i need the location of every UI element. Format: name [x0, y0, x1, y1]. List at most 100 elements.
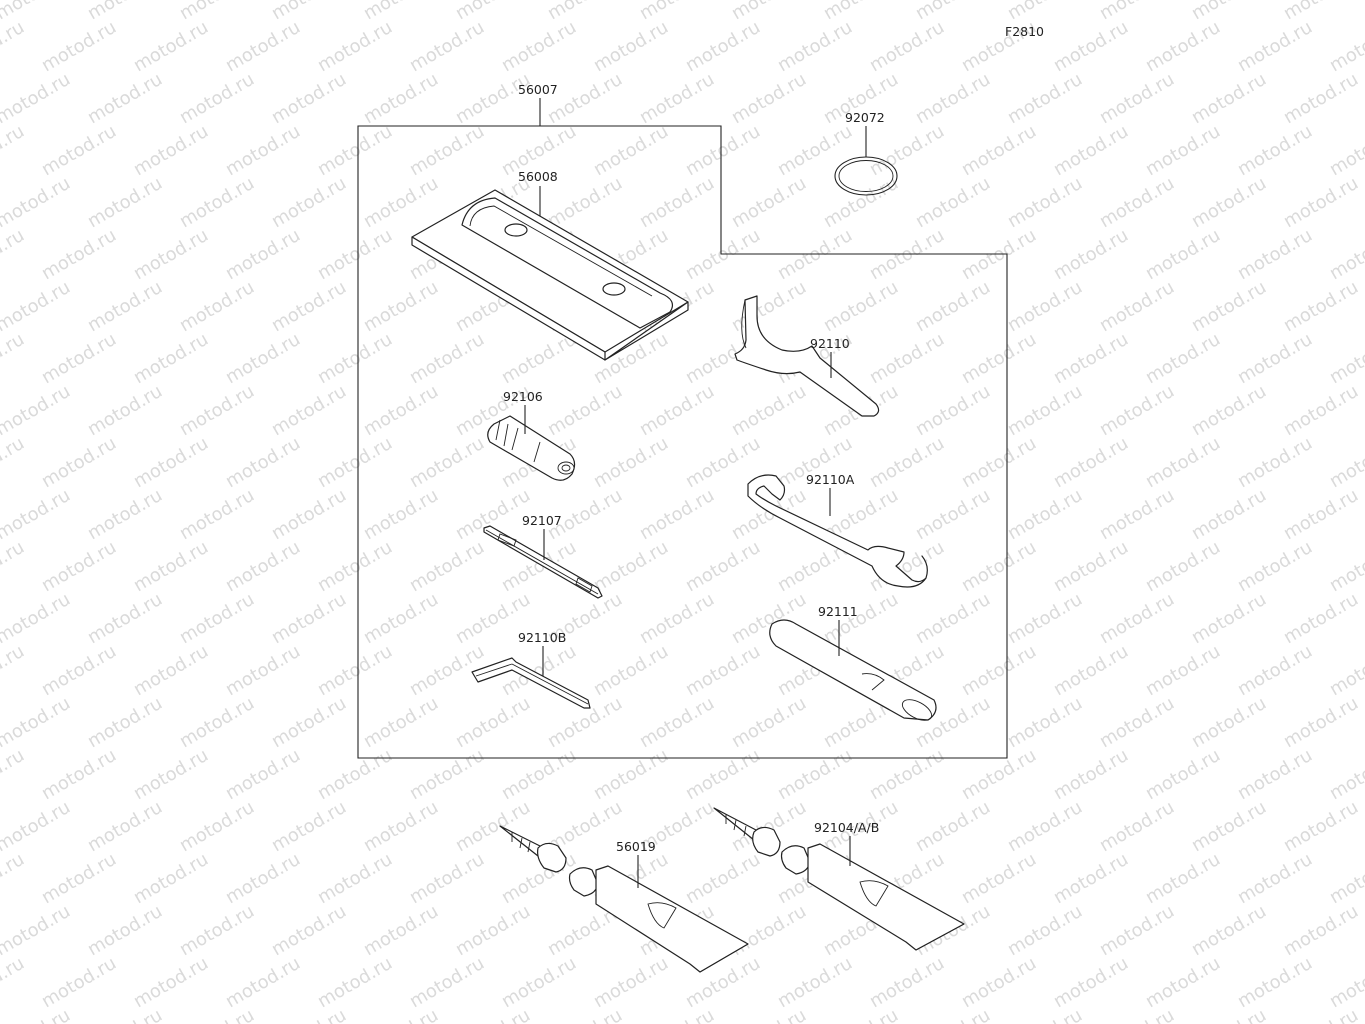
watermark-text: motod.ru — [1234, 745, 1316, 804]
watermark-text: motod.ru — [0, 745, 28, 804]
hex-wrench-part — [471, 657, 591, 709]
watermark-text: motod.ru — [912, 797, 994, 856]
watermark-text: motod.ru — [360, 589, 442, 648]
callout-screwdriver[interactable]: 92107 — [483, 513, 603, 599]
watermark-text: motod.ru — [958, 537, 1040, 596]
watermark-text: motod.ru — [1096, 277, 1178, 336]
watermark-text: motod.ru — [1326, 329, 1365, 388]
watermark-text: motod.ru — [958, 849, 1040, 908]
watermark-text: motod.ru — [360, 485, 442, 544]
watermark-text: motod.ru — [1234, 433, 1316, 492]
watermark-text: motod.ru — [314, 641, 396, 700]
watermark-text: motod.ru — [38, 745, 120, 804]
watermark-text: motod.ru — [0, 381, 74, 440]
callout-tool-kit[interactable]: 56007 — [518, 82, 558, 126]
watermark-text: motod.ru — [268, 797, 350, 856]
watermark-text: motod.ru — [268, 485, 350, 544]
watermark-text: motod.ru — [360, 693, 442, 752]
watermark-text: motod.ru — [1280, 69, 1362, 128]
watermark-text: motod.ru — [1280, 901, 1362, 960]
callout-spark-plug-wrench[interactable]: 92106 — [487, 389, 576, 481]
callout-o-ring[interactable]: 92072 — [834, 110, 898, 196]
watermark-text: motod.ru — [590, 641, 672, 700]
watermark-text: motod.ru — [866, 433, 948, 492]
watermark-text: motod.ru — [866, 953, 948, 1012]
watermark-text: motod.ru — [360, 1005, 442, 1024]
watermark-text: motod.ru — [590, 953, 672, 1012]
grease-tube-b-part — [713, 807, 965, 951]
watermark-text: motod.ru — [176, 797, 258, 856]
watermark-text: motod.ru — [222, 433, 304, 492]
watermark-text: motod.ru — [636, 0, 718, 24]
watermark-text: motod.ru — [912, 485, 994, 544]
watermark-text: motod.ru — [406, 433, 488, 492]
watermark-text: motod.ru — [1050, 849, 1132, 908]
watermark-text: motod.ru — [590, 433, 672, 492]
watermark-text: motod.ru — [728, 1005, 810, 1024]
watermark-text: motod.ru — [222, 17, 304, 76]
watermark-text: motod.ru — [1096, 0, 1178, 24]
watermark-text: motod.ru — [222, 225, 304, 284]
watermark-text: motod.ru — [0, 849, 28, 908]
watermark-text: motod.ru — [1050, 225, 1132, 284]
watermark-text: motod.ru — [38, 17, 120, 76]
watermark-text: motod.ru — [498, 745, 580, 804]
watermark-text: motod.ru — [1096, 693, 1178, 752]
watermark-text: motod.ru — [130, 121, 212, 180]
watermark-text: motod.ru — [728, 173, 810, 232]
watermark-text: motod.ru — [360, 277, 442, 336]
watermark-text: motod.ru — [636, 381, 718, 440]
watermark-text: motod.ru — [176, 381, 258, 440]
watermark-text: motod.ru — [1004, 1005, 1086, 1024]
watermark-text: motod.ru — [1096, 485, 1178, 544]
watermark-text: motod.ru — [728, 485, 810, 544]
watermark-text: motod.ru — [268, 693, 350, 752]
watermark-text: motod.ru — [590, 121, 672, 180]
callout-handle[interactable]: 92111 — [769, 604, 937, 725]
watermark-text: motod.ru — [1096, 589, 1178, 648]
watermark-text: motod.ru — [1142, 745, 1224, 804]
watermark-text: motod.ru — [268, 1005, 350, 1024]
watermark-text: motod.ru — [452, 797, 534, 856]
watermark-text: motod.ru — [1188, 69, 1270, 128]
watermark-text: motod.ru — [1096, 1005, 1178, 1024]
watermark-text: motod.ru — [0, 797, 74, 856]
callout-open-end-wrench[interactable]: 92110A — [747, 472, 928, 588]
watermark-text: motod.ru — [498, 17, 580, 76]
watermark-text: motod.ru — [1142, 641, 1224, 700]
watermark-text: motod.ru — [314, 225, 396, 284]
callout-grease-tube-b[interactable]: 92104/A/B — [713, 807, 965, 951]
watermark-text: motod.ru — [84, 381, 166, 440]
watermark-text: motod.ru — [314, 121, 396, 180]
callout-hex-wrench[interactable]: 92110B — [471, 630, 591, 709]
watermark-text: motod.ru — [1096, 173, 1178, 232]
watermark-text: motod.ru — [176, 693, 258, 752]
watermark-text: motod.ru — [452, 901, 534, 960]
watermark-text: motod.ru — [1142, 225, 1224, 284]
watermark-text: motod.ru — [1004, 485, 1086, 544]
watermark-text: motod.ru — [774, 745, 856, 804]
callout-tool-bag[interactable]: 56008 — [411, 169, 689, 361]
callout-wrench-hook[interactable]: 92110 — [734, 295, 880, 417]
watermark-text: motod.ru — [176, 0, 258, 24]
watermark-text: motod.ru — [176, 173, 258, 232]
watermark-text: motod.ru — [314, 537, 396, 596]
watermark-text: motod.ru — [1188, 693, 1270, 752]
watermark-text: motod.ru — [176, 485, 258, 544]
watermark-text: motod.ru — [1188, 1005, 1270, 1024]
watermark-text: motod.ru — [1326, 641, 1365, 700]
watermark-text: motod.ru — [636, 173, 718, 232]
watermark-text: motod.ru — [1142, 953, 1224, 1012]
watermark-text: motod.ru — [452, 0, 534, 24]
part-number-tool-kit: 56007 — [518, 82, 558, 97]
watermark-text: motod.ru — [1326, 537, 1365, 596]
watermark-text: motod.ru — [912, 589, 994, 648]
watermark-text: motod.ru — [406, 537, 488, 596]
watermark-text: motod.ru — [912, 1005, 994, 1024]
watermark-text: motod.ru — [0, 69, 74, 128]
part-number-tool-bag: 56008 — [518, 169, 558, 184]
callout-grease-tube[interactable]: 56019 — [499, 825, 749, 973]
watermark-text: motod.ru — [1050, 17, 1132, 76]
watermark-text: motod.ru — [1050, 953, 1132, 1012]
watermark-text: motod.ru — [0, 225, 28, 284]
